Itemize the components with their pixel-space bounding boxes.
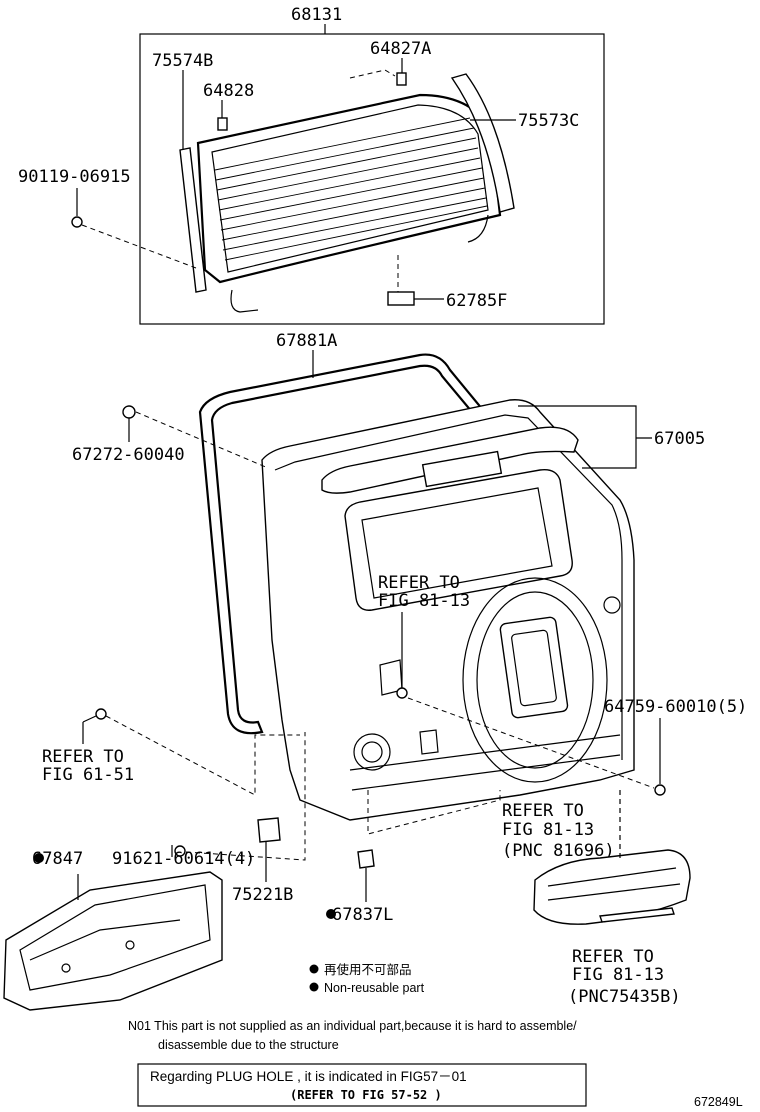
label-68131: 68131	[291, 5, 342, 25]
bracket-67005	[518, 405, 652, 469]
hinge-75221B	[257, 817, 281, 843]
door-window-opening	[344, 469, 573, 611]
clip-64759-a	[396, 687, 408, 699]
trim-panel-67847	[3, 871, 223, 1011]
moulding-75574B	[179, 147, 207, 293]
glass-assembly-box	[139, 33, 605, 325]
non-reusable-mark-67837L	[326, 909, 336, 919]
plug-hole-box: Regarding PLUG HOLE , it is indicated in…	[137, 1063, 587, 1107]
label-67005: 67005	[654, 429, 705, 449]
garnish-75435B: REFER TO FIG 81-13 (PNC75435B)	[533, 790, 691, 1007]
stopper-67837L	[357, 849, 375, 869]
back-door-group: 67881A 67272-6004	[32, 331, 747, 925]
label-refer-81-13-c-1: REFER TO	[572, 947, 654, 967]
label-67847: 67847	[32, 849, 83, 869]
label-refer-81-13-b-3: (PNC 81696)	[502, 841, 615, 861]
clip-64828	[217, 117, 228, 131]
label-refer-81-13-c-3: (PNC75435B)	[568, 987, 681, 1007]
label-67272-60040: 67272-60040	[72, 445, 185, 465]
figure-id: 672849L	[694, 1095, 743, 1109]
clip-61-51	[95, 708, 107, 720]
legend-jp: 再使用不可部品	[324, 962, 412, 977]
moulding-75573C	[450, 73, 515, 213]
harness-right	[467, 214, 489, 243]
label-75574B: 75574B	[152, 51, 213, 71]
legend-dot-jp	[309, 964, 319, 974]
plug-box-line1: Regarding PLUG HOLE , it is indicated in…	[150, 1069, 467, 1084]
spare-tire-recess	[462, 577, 608, 783]
legend-en: Non-reusable part	[324, 981, 425, 995]
label-62785F: 62785F	[446, 291, 507, 311]
harness-left	[230, 289, 259, 313]
plug-box-line2: (REFER TO FIG 57-52 )	[290, 1088, 442, 1102]
label-refer-81-13-b-2: FIG 81-13	[502, 820, 594, 840]
glass-assembly-group: 68131	[18, 5, 605, 325]
bolt-67272	[122, 405, 136, 419]
label-64828: 64828	[203, 81, 254, 101]
high-mount-stoplamp	[421, 450, 503, 488]
label-plate-62785F	[387, 291, 415, 306]
weatherstrip-67881A	[198, 353, 522, 735]
label-75221B: 75221B	[232, 885, 293, 905]
spare-tire-bracket	[499, 616, 569, 719]
label-refer-81-13-a-1: REFER TO	[378, 573, 460, 593]
label-67881A: 67881A	[276, 331, 337, 351]
note-n01-line2: disassemble due to the structure	[158, 1038, 339, 1052]
bolt-90119	[71, 216, 83, 228]
label-refer-81-13-b-1: REFER TO	[502, 801, 584, 821]
non-reusable-mark-67847	[34, 853, 44, 863]
note-n01-line1: N01 This part is not supplied as an indi…	[128, 1019, 577, 1033]
defogger-lines	[214, 117, 488, 261]
legend: 再使用不可部品 Non-reusable part	[309, 962, 425, 995]
label-64827A: 64827A	[370, 39, 431, 59]
label-refer-81-13-a-2: FIG 81-13	[378, 591, 470, 611]
legend-dot-en	[309, 982, 319, 992]
label-75573C: 75573C	[518, 111, 579, 131]
bolt-91621	[174, 845, 186, 857]
label-refer-61-51-1: REFER TO	[42, 747, 124, 767]
label-67837L: 67837L	[332, 905, 393, 925]
clip-64759-b	[654, 784, 666, 796]
label-91621-60614: 91621-60614(4)	[112, 849, 255, 869]
label-64759-60010: 64759-60010(5)	[604, 697, 747, 717]
label-refer-81-13-c-2: FIG 81-13	[572, 965, 664, 985]
license-recess	[353, 733, 391, 771]
clip-64827A	[396, 72, 407, 86]
label-90119-06915: 90119-06915	[18, 167, 131, 187]
back-window-glass	[196, 93, 502, 284]
label-refer-61-51-2: FIG 61-51	[42, 765, 134, 785]
